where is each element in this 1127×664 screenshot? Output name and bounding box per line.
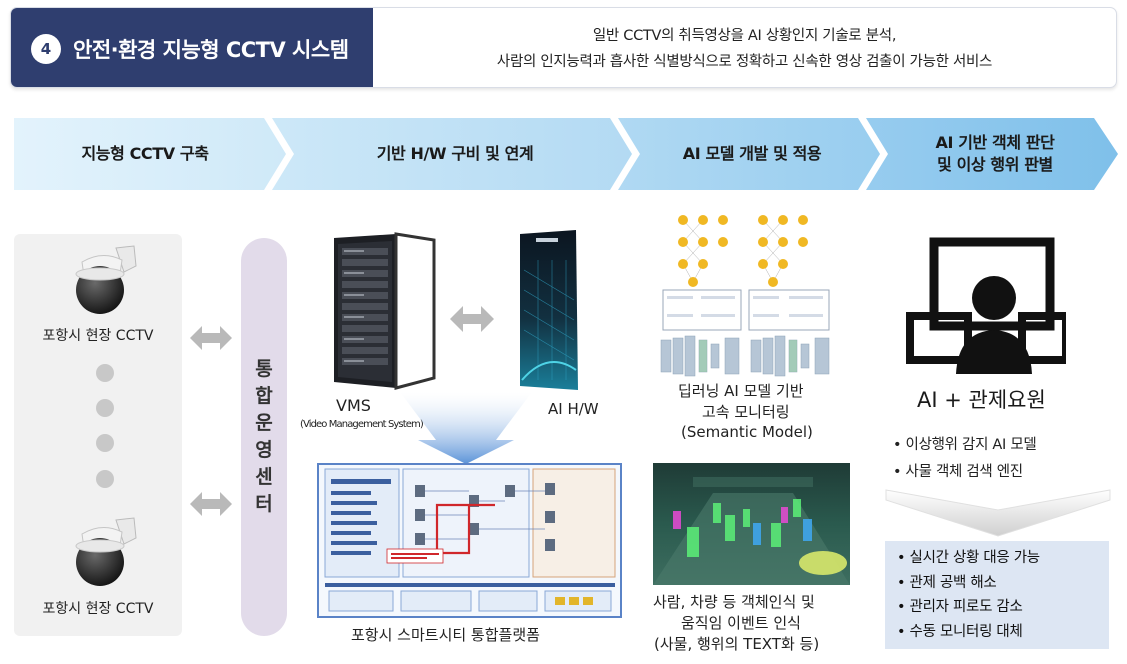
list-item: • 관제 공백 해소	[897, 574, 997, 591]
dome-camera-icon	[75, 517, 137, 586]
step-2-label: 기반 H/W 구비 및 연계	[376, 144, 534, 163]
ellipsis-dot	[96, 399, 114, 417]
step-4-shape	[866, 118, 1118, 190]
ai-hw-label: AI H/W	[548, 400, 599, 418]
vms-label: VMS	[336, 396, 371, 415]
ai-staff-title: AI + 관제요원	[917, 388, 1046, 412]
process-steps: 지능형 CCTV 구축 기반 H/W 구비 및 연계 AI 모델 개발 및 적용…	[14, 118, 1118, 190]
cctv-top-label: 포항시 현장 CCTV	[42, 328, 154, 344]
list-item: • 실시간 상황 대응 가능	[897, 550, 1040, 566]
description-line-1: 일반 CCTV의 취득영상을 AI 상황인지 기술로 분석,	[592, 27, 897, 44]
cctv-bottom-label: 포항시 현장 CCTV	[42, 601, 154, 617]
list-item: • 이상행위 감지 AI 모델	[893, 437, 1037, 453]
ellipsis-dot	[96, 434, 114, 452]
list-item: • 수동 모니터링 대체	[897, 623, 1023, 640]
down-arrow-icon	[400, 392, 532, 464]
recognition-line-1: 사람, 차량 등 객체인식 및	[653, 593, 815, 611]
header-banner: 4 안전·환경 지능형 CCTV 시스템 일반 CCTV의 취득영상을 AI 상…	[10, 7, 1117, 88]
ellipsis-dot	[96, 364, 114, 382]
recognition-line-3: (사물, 행위의 TEXT화 등)	[654, 635, 820, 653]
vms-server-rack-icon	[334, 232, 436, 390]
vms-subtitle: (Video Management System)	[300, 419, 424, 430]
page-title: 안전·환경 지능형 CCTV 시스템	[73, 37, 349, 62]
header-title-block: 4 안전·환경 지능형 CCTV 시스템	[11, 8, 373, 87]
list-item: • 사물 객체 검색 엔진	[893, 464, 1023, 480]
object-recognition-image	[653, 463, 850, 585]
header-description: 일반 CCTV의 취득영상을 AI 상황인지 기술로 분석, 사람의 인지능력과…	[373, 8, 1116, 87]
down-chevron-arrow-icon	[885, 489, 1111, 537]
step-1-shape	[14, 118, 286, 190]
ai-hardware-server-icon	[520, 230, 578, 390]
deep-learning-line-1: 딥러닝 AI 모델 기반	[678, 382, 804, 400]
dome-camera-icon	[75, 245, 137, 314]
platform-caption: 포항시 스마트시티 통합플랫폼	[351, 626, 540, 644]
process-arrows-graphic	[14, 118, 1118, 190]
benefits-box: • 실시간 상황 대응 가능 • 관제 공백 해소 • 관리자 피로도 감소 •…	[885, 541, 1109, 649]
section-number-badge: 4	[31, 33, 61, 64]
deep-learning-line-2: 고속 모니터링	[702, 403, 790, 421]
monitoring-operator-icon	[906, 237, 1066, 374]
deep-learning-line-3: (Semantic Model)	[681, 423, 813, 441]
step-1-label: 지능형 CCTV 구축	[81, 144, 209, 163]
ai-feature-list: • 이상행위 감지 AI 모델 • 사물 객체 검색 엔진	[893, 432, 1037, 486]
integrated-ops-center: 통 합 운 영 센 터	[241, 238, 287, 636]
bidirectional-arrow-icon	[450, 306, 494, 332]
ellipsis-dot	[96, 470, 114, 488]
smart-city-platform-diagram	[317, 463, 622, 618]
bidirectional-arrow-icon	[190, 492, 232, 516]
step-3-label: AI 모델 개발 및 적용	[682, 144, 822, 163]
description-line-2: 사람의 인지능력과 흡사한 식별방식으로 정확하고 신속한 영상 검출이 가능한…	[496, 53, 993, 70]
bidirectional-arrow-icon	[190, 326, 232, 350]
step-2-shape	[272, 118, 632, 190]
step-3-shape	[618, 118, 880, 190]
list-item: • 관리자 피로도 감소	[897, 599, 1023, 615]
recognition-line-2: 움직임 이벤트 인식	[681, 614, 801, 632]
neural-network-icon	[660, 215, 830, 377]
field-cctv-panel: 포항시 현장 CCTV 포항시 현장 CCTV	[14, 234, 182, 636]
